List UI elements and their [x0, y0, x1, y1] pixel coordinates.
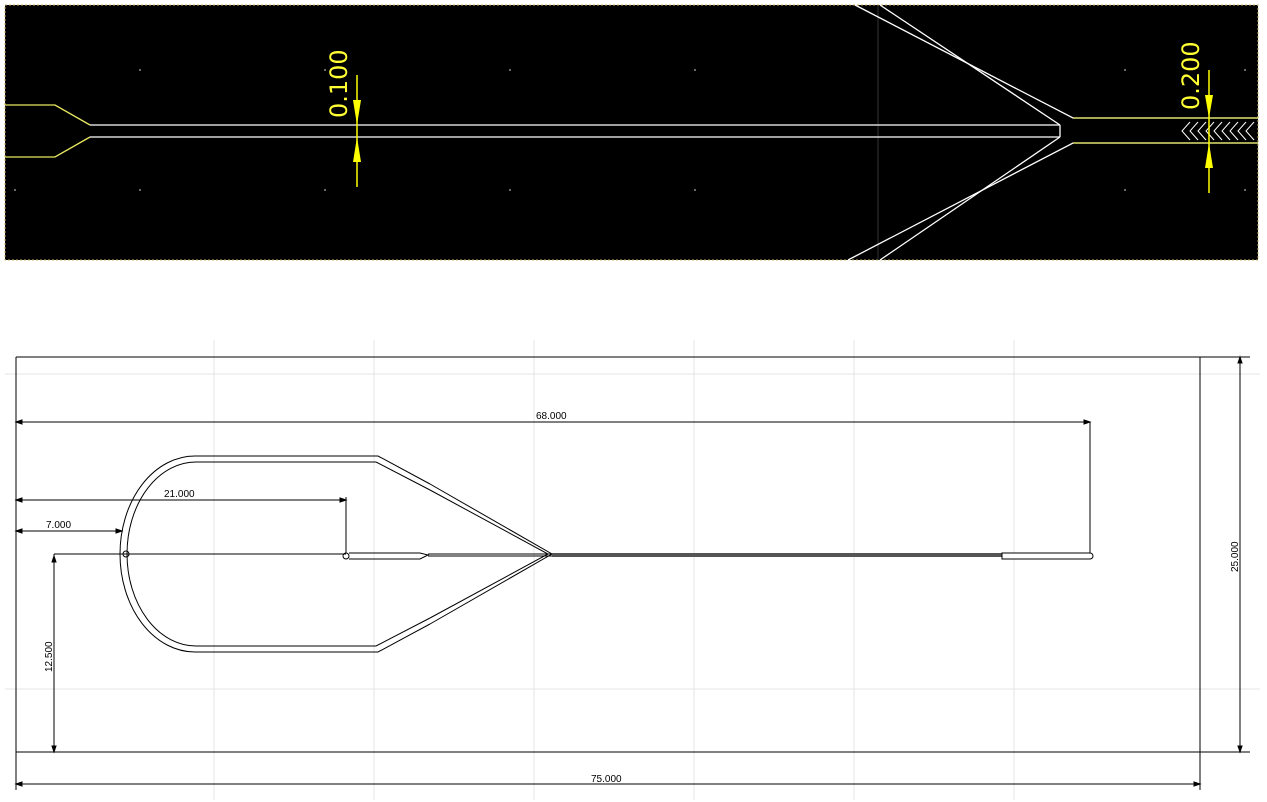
dimension-68-000[interactable]: 68.000 [14, 411, 1092, 553]
dimension-0-100[interactable]: 0.100 [325, 49, 361, 187]
dimension-25-000[interactable]: 25.000 [1230, 355, 1243, 754]
dimension-7-000[interactable]: 7.000 [14, 520, 124, 534]
dimension-0-200[interactable]: 0.200 [1177, 41, 1213, 193]
detail-view: 0.100 0.200 [4, 4, 1259, 261]
detail-frame [4, 4, 1259, 261]
dimension-label: 0.200 [1177, 41, 1205, 110]
dimension-label: 21.000 [164, 489, 195, 500]
coil-section [552, 553, 1002, 557]
grid-lines [5, 340, 1260, 800]
dimension-label: 0.100 [325, 49, 353, 118]
overview-drawing: 68.000 21.000 7.000 12.500 75.000 [5, 340, 1260, 800]
snare-loop [54, 455, 554, 653]
dimension-75-000[interactable]: 75.000 [14, 774, 1202, 787]
dimension-label: 75.000 [591, 774, 622, 785]
grid-dots [14, 69, 1246, 191]
dimension-21-000[interactable]: 21.000 [14, 489, 348, 553]
tip [1001, 552, 1094, 560]
hatch-pattern [1181, 121, 1255, 141]
frame [15, 356, 1250, 790]
dimension-12-500[interactable]: 12.500 [44, 554, 57, 754]
dimension-label: 68.000 [536, 411, 567, 422]
dimension-label: 25.000 [1230, 541, 1241, 572]
dimension-label: 7.000 [46, 520, 71, 531]
dimension-label: 12.500 [44, 641, 55, 672]
channel-outline [5, 4, 1258, 261]
